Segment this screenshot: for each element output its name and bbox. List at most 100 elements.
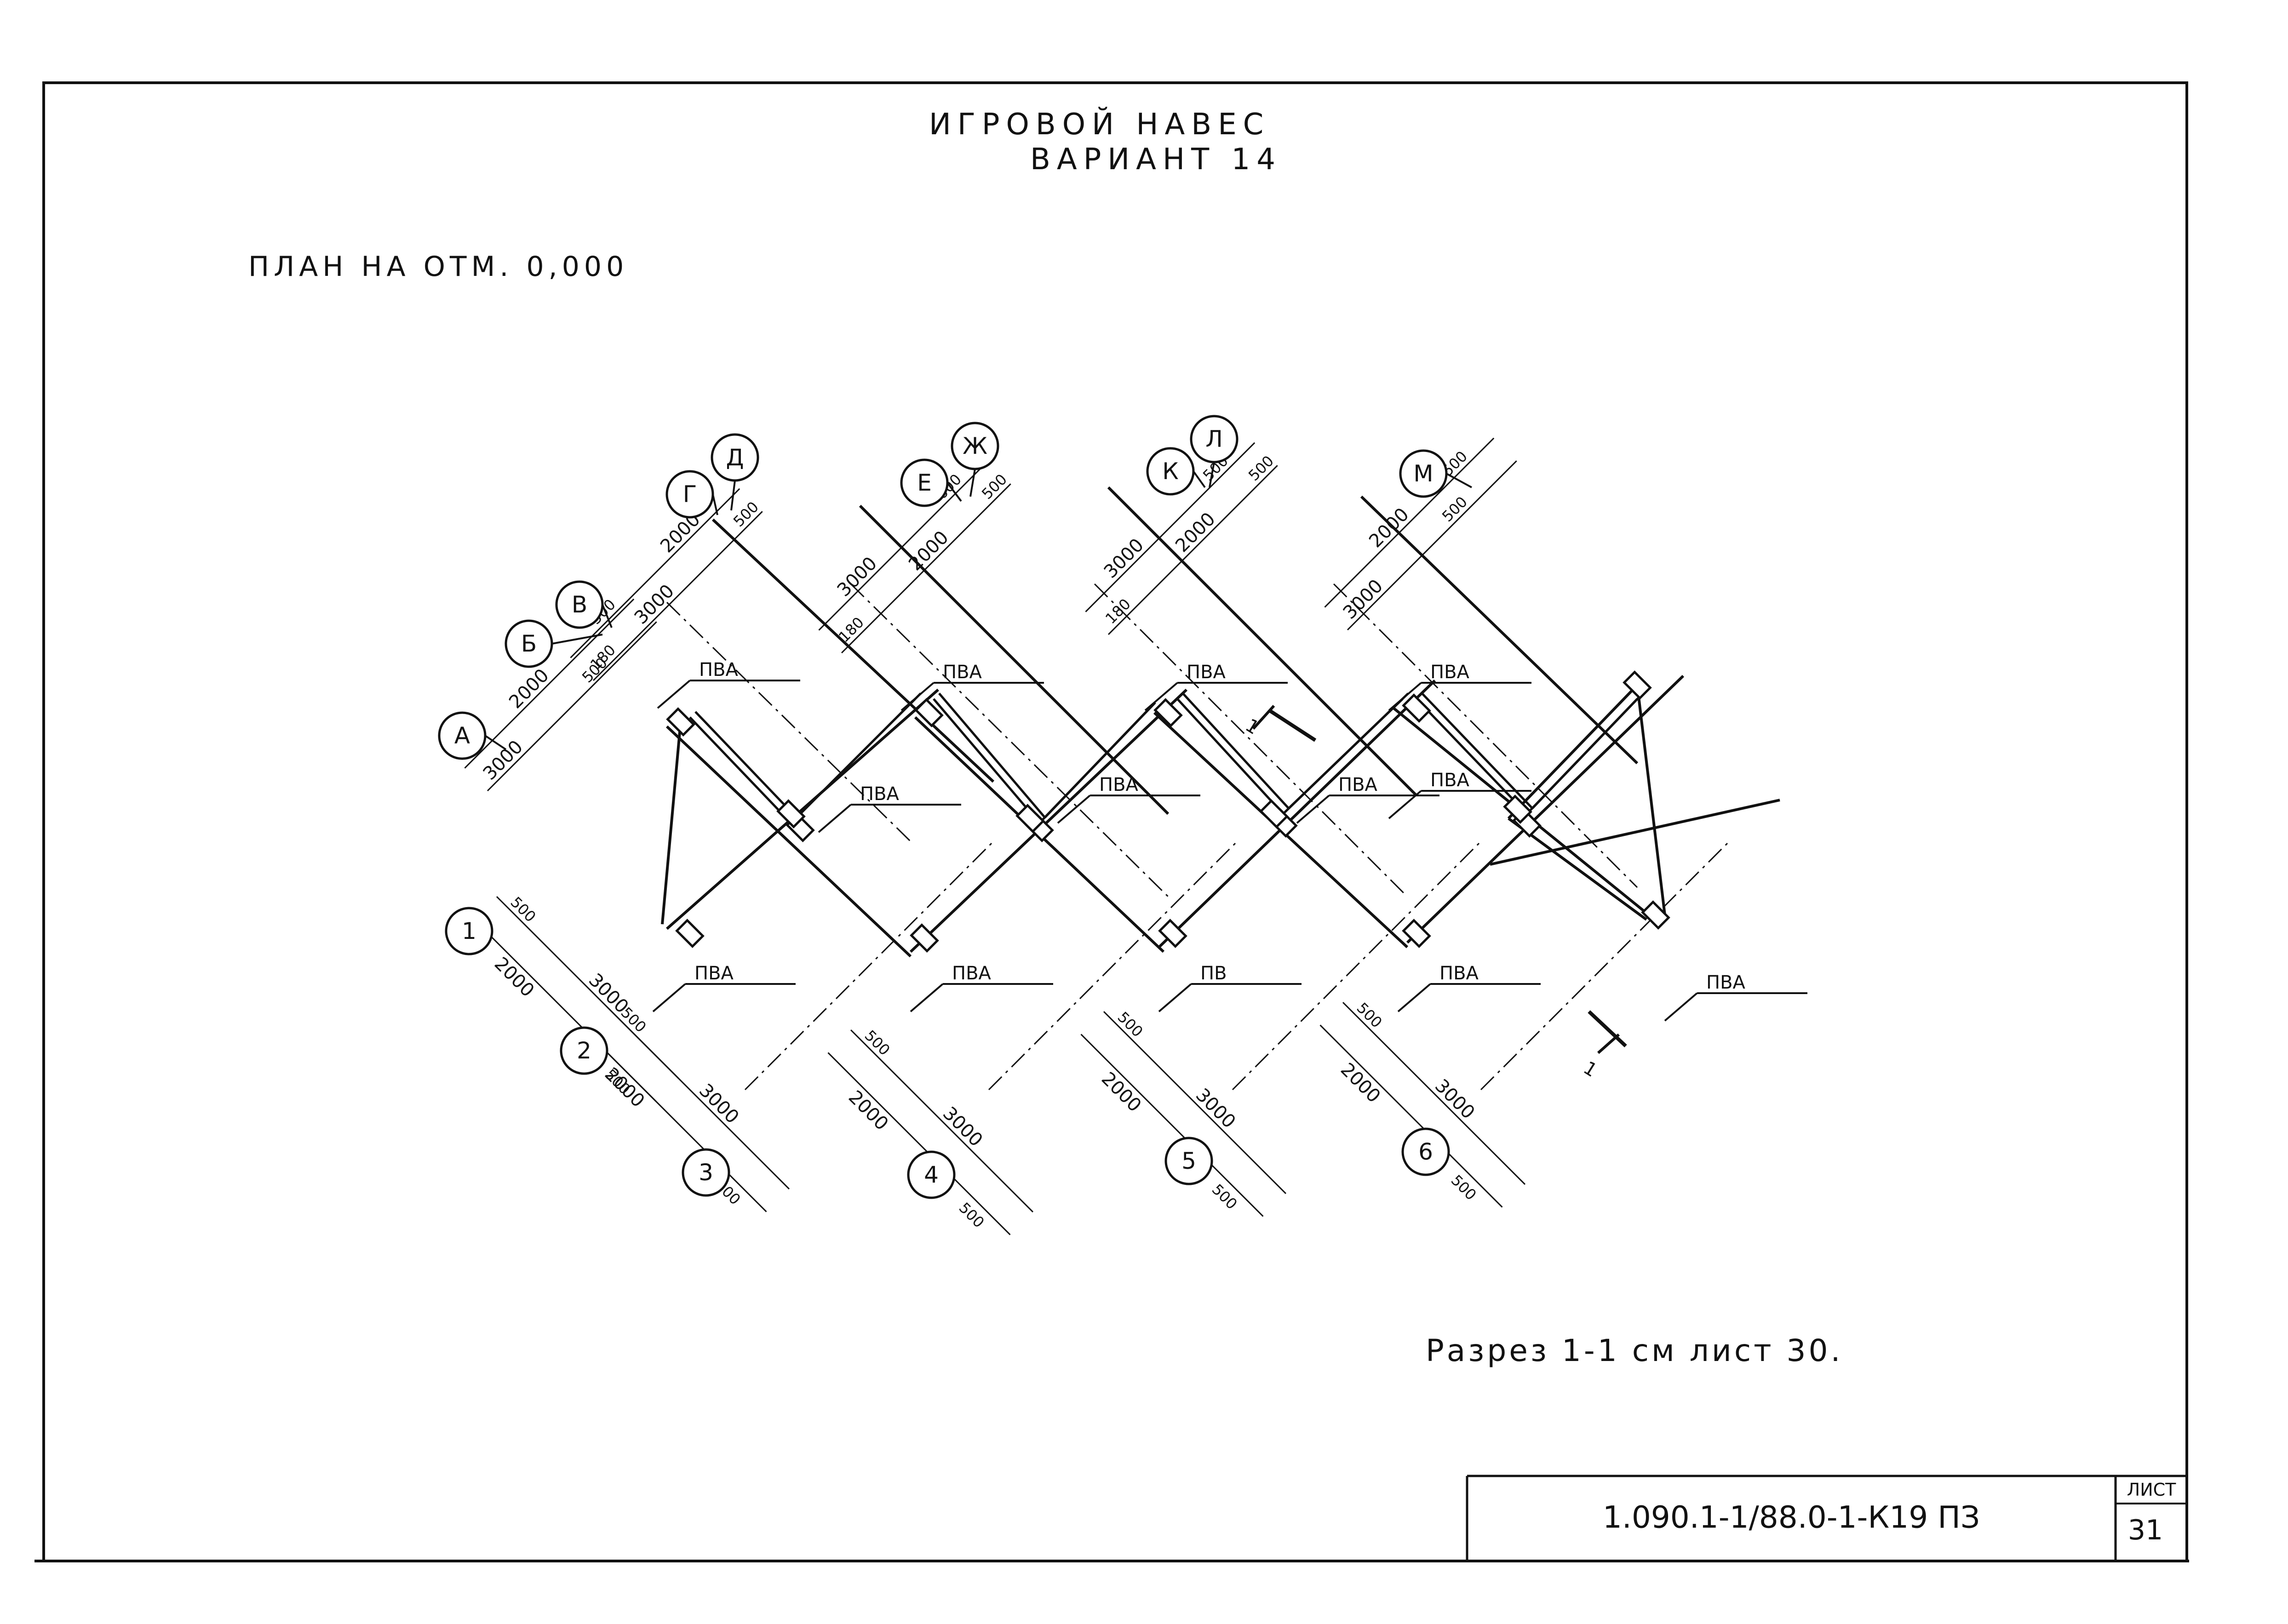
bubble-leader (712, 494, 718, 515)
outer-strut-right (1636, 685, 1666, 915)
axis-bubble-number: 2 (560, 1026, 608, 1075)
beam-edge (1182, 692, 1290, 809)
bubble-leader (484, 735, 507, 750)
dimension-line (1107, 465, 1278, 635)
axis-bubble-label: Л (1205, 426, 1223, 452)
bubble-leader (1209, 462, 1215, 488)
dimension-value: 3000 (1339, 575, 1388, 623)
beam-edge (796, 692, 922, 818)
axis-bubble-letter: В (555, 580, 604, 629)
bracket-plate (1015, 804, 1045, 833)
dimension-value: 500 (1353, 999, 1386, 1031)
label-leader (1388, 790, 1422, 819)
beam-edge (938, 692, 1046, 818)
axis-line (1094, 583, 1408, 898)
axis-line (666, 601, 912, 842)
structure-plan (661, 486, 1780, 1091)
beam-edge (1176, 698, 1284, 815)
bubble-leader (551, 634, 603, 645)
label-leader (900, 682, 935, 711)
lattice-member (1158, 679, 1436, 949)
axis-bubble-circle (445, 907, 493, 955)
outer-strut-right-upper (1507, 684, 1639, 820)
beam-edge (1288, 692, 1409, 809)
member-label: ПВА (1397, 963, 1541, 1012)
dimension-value: 180 (835, 613, 867, 646)
beam-edge (1416, 698, 1528, 815)
axis-bubble-label: В (572, 591, 587, 618)
axis-bubble-letter: К (1146, 447, 1195, 496)
member-label-text: ПВА (699, 659, 739, 680)
dimension-value: 500 (978, 470, 1010, 503)
axis-bubble-label: Е (917, 469, 932, 496)
axis-bubble-label: Г (683, 481, 697, 508)
member-label-text: ПВА (1430, 770, 1470, 791)
axis-bubble-label: Ж (963, 433, 987, 459)
label-leader (910, 983, 944, 1012)
dimension-value: 500 (1448, 1172, 1480, 1204)
bracket-plate (675, 919, 705, 948)
dimension-value: 500 (1114, 1008, 1147, 1041)
axis-bubble-letter: Л (1190, 415, 1239, 463)
member-label-text: ПВА (1439, 963, 1479, 984)
member-label-text: ПВА (1099, 774, 1139, 795)
label-leader (652, 983, 686, 1012)
dimension-value: 2000 (905, 527, 953, 575)
axis-bubble-letter: Ж (951, 422, 999, 470)
label-leader (1397, 983, 1431, 1012)
member-label: ПВА (1296, 774, 1439, 824)
bracket-plate (666, 707, 695, 737)
dimension-value: 3000 (479, 736, 528, 784)
axis-bubble-label: 2 (577, 1037, 591, 1064)
dimension-value: 500 (956, 1199, 988, 1231)
bracket-plate (1402, 693, 1431, 723)
axis-bubble-label: 3 (699, 1159, 713, 1186)
dimension-line (1324, 437, 1495, 608)
beam-edge (1044, 702, 1156, 818)
axis-line (1480, 841, 1730, 1091)
axis-bubble-letter: Г (665, 470, 714, 519)
dimension-value: 500 (730, 498, 762, 530)
label-leader (1388, 682, 1422, 711)
axis-line (850, 583, 1169, 898)
dimension-value: 2000 (505, 665, 553, 713)
axis-bubble-number: 5 (1164, 1137, 1213, 1185)
axis-bubble-number: 6 (1401, 1127, 1450, 1176)
axis-bubble-letter: Б (505, 619, 553, 668)
bracket-plate (1641, 900, 1670, 930)
axis-bubble-circle (1401, 1127, 1450, 1176)
title-block: 1.090.1-1/88.0-1-К19 ПЗ ЛИСТ 31 (1466, 1475, 2187, 1561)
beam-edge (694, 711, 797, 818)
lattice-member (711, 518, 995, 783)
member-label: ПВА (1388, 770, 1531, 819)
section-marker-bottom: 1 (1580, 1010, 1627, 1081)
dimension-value: 500 (1439, 493, 1471, 525)
axis-bubble-label: Д (726, 444, 744, 471)
bracket-plate (914, 698, 944, 727)
label-leader (1664, 992, 1698, 1022)
dimension-value: 2000 (1171, 509, 1220, 557)
member-label-text: ПВА (952, 963, 992, 984)
dimension-value: 3000 (695, 1080, 743, 1128)
section-mark-bottom: 1 (1580, 1057, 1601, 1081)
lattice-member (1406, 675, 1685, 944)
member-label: ПВА (818, 783, 961, 833)
label-leader (818, 804, 852, 833)
drawing-subtitle: ВАРИАНТ 14 (1030, 143, 1282, 177)
bracket-plate (1503, 795, 1532, 824)
axis-bubble-label: 4 (924, 1161, 939, 1188)
dimension-line (841, 483, 1011, 654)
member-label-text: ПВА (694, 963, 734, 984)
member-label: ПВА (1057, 774, 1200, 824)
label-leader (1144, 682, 1178, 711)
dimension-value: 2000 (1365, 504, 1413, 552)
lattice-member (859, 504, 1170, 815)
lattice-member (666, 688, 939, 930)
bubble-leader (1446, 473, 1472, 488)
